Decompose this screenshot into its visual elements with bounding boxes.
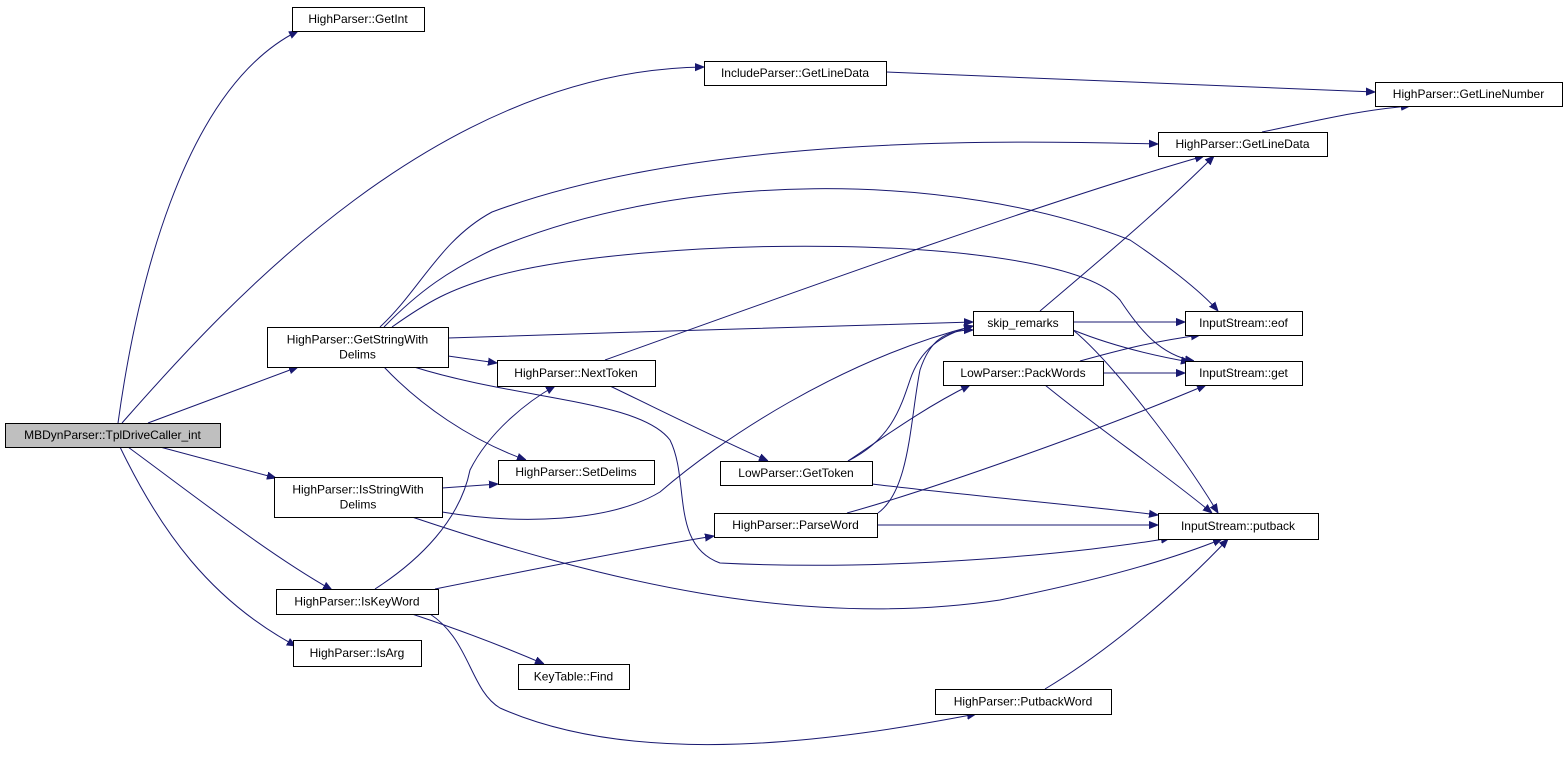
edge-isswd-to-skip <box>441 326 973 520</box>
node-box <box>1185 361 1303 386</box>
node-tpl[interactable]: MBDynParser::TplDriveCaller_int <box>5 423 221 448</box>
edge-skip-to-get <box>1072 329 1190 362</box>
edge-tpl-to-getint <box>117 31 298 424</box>
edge-gettok-to-pack <box>847 385 970 462</box>
node-label: Delims <box>340 498 377 512</box>
edge-iskw-to-pbw <box>429 613 976 746</box>
node-gettok[interactable]: LowParser::GetToken <box>720 461 873 486</box>
node-box <box>5 423 221 448</box>
edge-pbw-to-putback <box>1044 539 1228 690</box>
node-box <box>704 61 887 86</box>
node-label: InputStream::get <box>1199 366 1288 380</box>
node-box <box>714 513 878 538</box>
edge-tpl-to-incl <box>121 67 704 424</box>
node-label: LowParser::GetToken <box>738 466 853 480</box>
node-box <box>267 327 449 368</box>
node-gld[interactable]: HighParser::GetLineData <box>1158 132 1328 157</box>
node-box <box>276 589 439 615</box>
node-box <box>1375 82 1563 107</box>
node-box <box>973 311 1074 336</box>
edge-iskw-to-find <box>411 613 544 664</box>
node-label: IncludeParser::GetLineData <box>721 66 869 80</box>
node-box <box>274 477 443 518</box>
edge-iskw-to-parse <box>434 536 714 590</box>
edge-iskw-to-next <box>374 386 555 590</box>
node-pack[interactable]: LowParser::PackWords <box>943 361 1104 386</box>
node-label: HighParser::SetDelims <box>515 465 636 479</box>
edge-tpl-to-isarg <box>119 446 296 646</box>
edge-isswd-to-setd <box>441 484 498 488</box>
node-label: InputStream::eof <box>1199 316 1288 330</box>
node-box <box>293 640 422 667</box>
node-label: LowParser::PackWords <box>960 366 1085 380</box>
node-box <box>720 461 873 486</box>
node-label: HighParser::GetLineData <box>1175 137 1309 151</box>
edge-gswd-to-eof <box>383 188 1218 328</box>
nodes: MBDynParser::TplDriveCaller_intHighParse… <box>5 7 1563 715</box>
edges <box>117 31 1410 746</box>
node-label: HighParser::ParseWord <box>732 518 859 532</box>
node-skip[interactable]: skip_remarks <box>973 311 1074 336</box>
node-getint[interactable]: HighParser::GetInt <box>292 7 425 32</box>
node-box <box>1185 311 1303 336</box>
edge-next-to-gld <box>604 156 1204 361</box>
node-box <box>943 361 1104 386</box>
node-eof[interactable]: InputStream::eof <box>1185 311 1303 336</box>
node-label: HighParser::PutbackWord <box>954 695 1093 709</box>
edge-pack-to-eof <box>1079 335 1200 362</box>
node-label: HighParser::GetInt <box>308 12 408 26</box>
edge-parse-to-skip <box>877 330 973 514</box>
node-label: HighParser::NextToken <box>514 366 637 380</box>
node-label: HighParser::GetStringWith <box>287 333 428 347</box>
node-next[interactable]: HighParser::NextToken <box>497 360 656 387</box>
node-box <box>498 460 655 485</box>
node-setd[interactable]: HighParser::SetDelims <box>498 460 655 485</box>
edge-gswd-to-putback <box>413 366 1170 566</box>
edge-tpl-to-isswd <box>159 446 276 478</box>
edge-gswd-to-gld <box>379 142 1158 328</box>
node-label: skip_remarks <box>987 316 1058 330</box>
edge-gswd-to-setd <box>383 366 526 460</box>
node-label: Delims <box>339 348 376 362</box>
node-iskw[interactable]: HighParser::IsKeyWord <box>276 589 439 615</box>
edge-pack-to-putback <box>1044 384 1212 513</box>
edge-parse-to-get <box>846 385 1206 514</box>
node-label: InputStream::putback <box>1181 519 1296 533</box>
edge-tpl-to-gswd <box>147 367 298 424</box>
node-box <box>497 360 656 387</box>
edge-next-to-gettok <box>609 385 768 461</box>
node-incl[interactable]: IncludeParser::GetLineData <box>704 61 887 86</box>
node-putback[interactable]: InputStream::putback <box>1158 513 1319 540</box>
node-isarg[interactable]: HighParser::IsArg <box>293 640 422 667</box>
edge-gswd-to-next <box>447 355 497 363</box>
node-label: HighParser::GetLineNumber <box>1393 87 1544 101</box>
node-box <box>292 7 425 32</box>
node-find[interactable]: KeyTable::Find <box>518 664 630 690</box>
node-box <box>1158 132 1328 157</box>
node-parse[interactable]: HighParser::ParseWord <box>714 513 878 538</box>
node-pbw[interactable]: HighParser::PutbackWord <box>935 689 1112 715</box>
edge-skip-to-putback <box>1072 329 1218 513</box>
node-label: HighParser::IsKeyWord <box>294 595 419 609</box>
edge-gswd-to-skip <box>447 322 973 339</box>
node-box <box>518 664 630 690</box>
node-box <box>935 689 1112 715</box>
node-label: HighParser::IsArg <box>310 646 405 660</box>
node-get[interactable]: InputStream::get <box>1185 361 1303 386</box>
node-label: KeyTable::Find <box>534 670 613 684</box>
edge-gld-to-gln <box>1261 106 1410 133</box>
node-box <box>1158 513 1319 540</box>
edge-incl-to-gln <box>885 71 1375 92</box>
edge-gettok-to-putback <box>871 483 1158 515</box>
edge-isswd-to-putback <box>411 516 1222 610</box>
edge-gswd-to-get <box>391 245 1194 361</box>
node-label: MBDynParser::TplDriveCaller_int <box>24 428 201 442</box>
node-label: HighParser::IsStringWith <box>292 483 423 497</box>
edge-tpl-to-iskw <box>127 446 332 590</box>
edge-skip-to-gld <box>1039 156 1214 312</box>
node-gln[interactable]: HighParser::GetLineNumber <box>1375 82 1563 107</box>
